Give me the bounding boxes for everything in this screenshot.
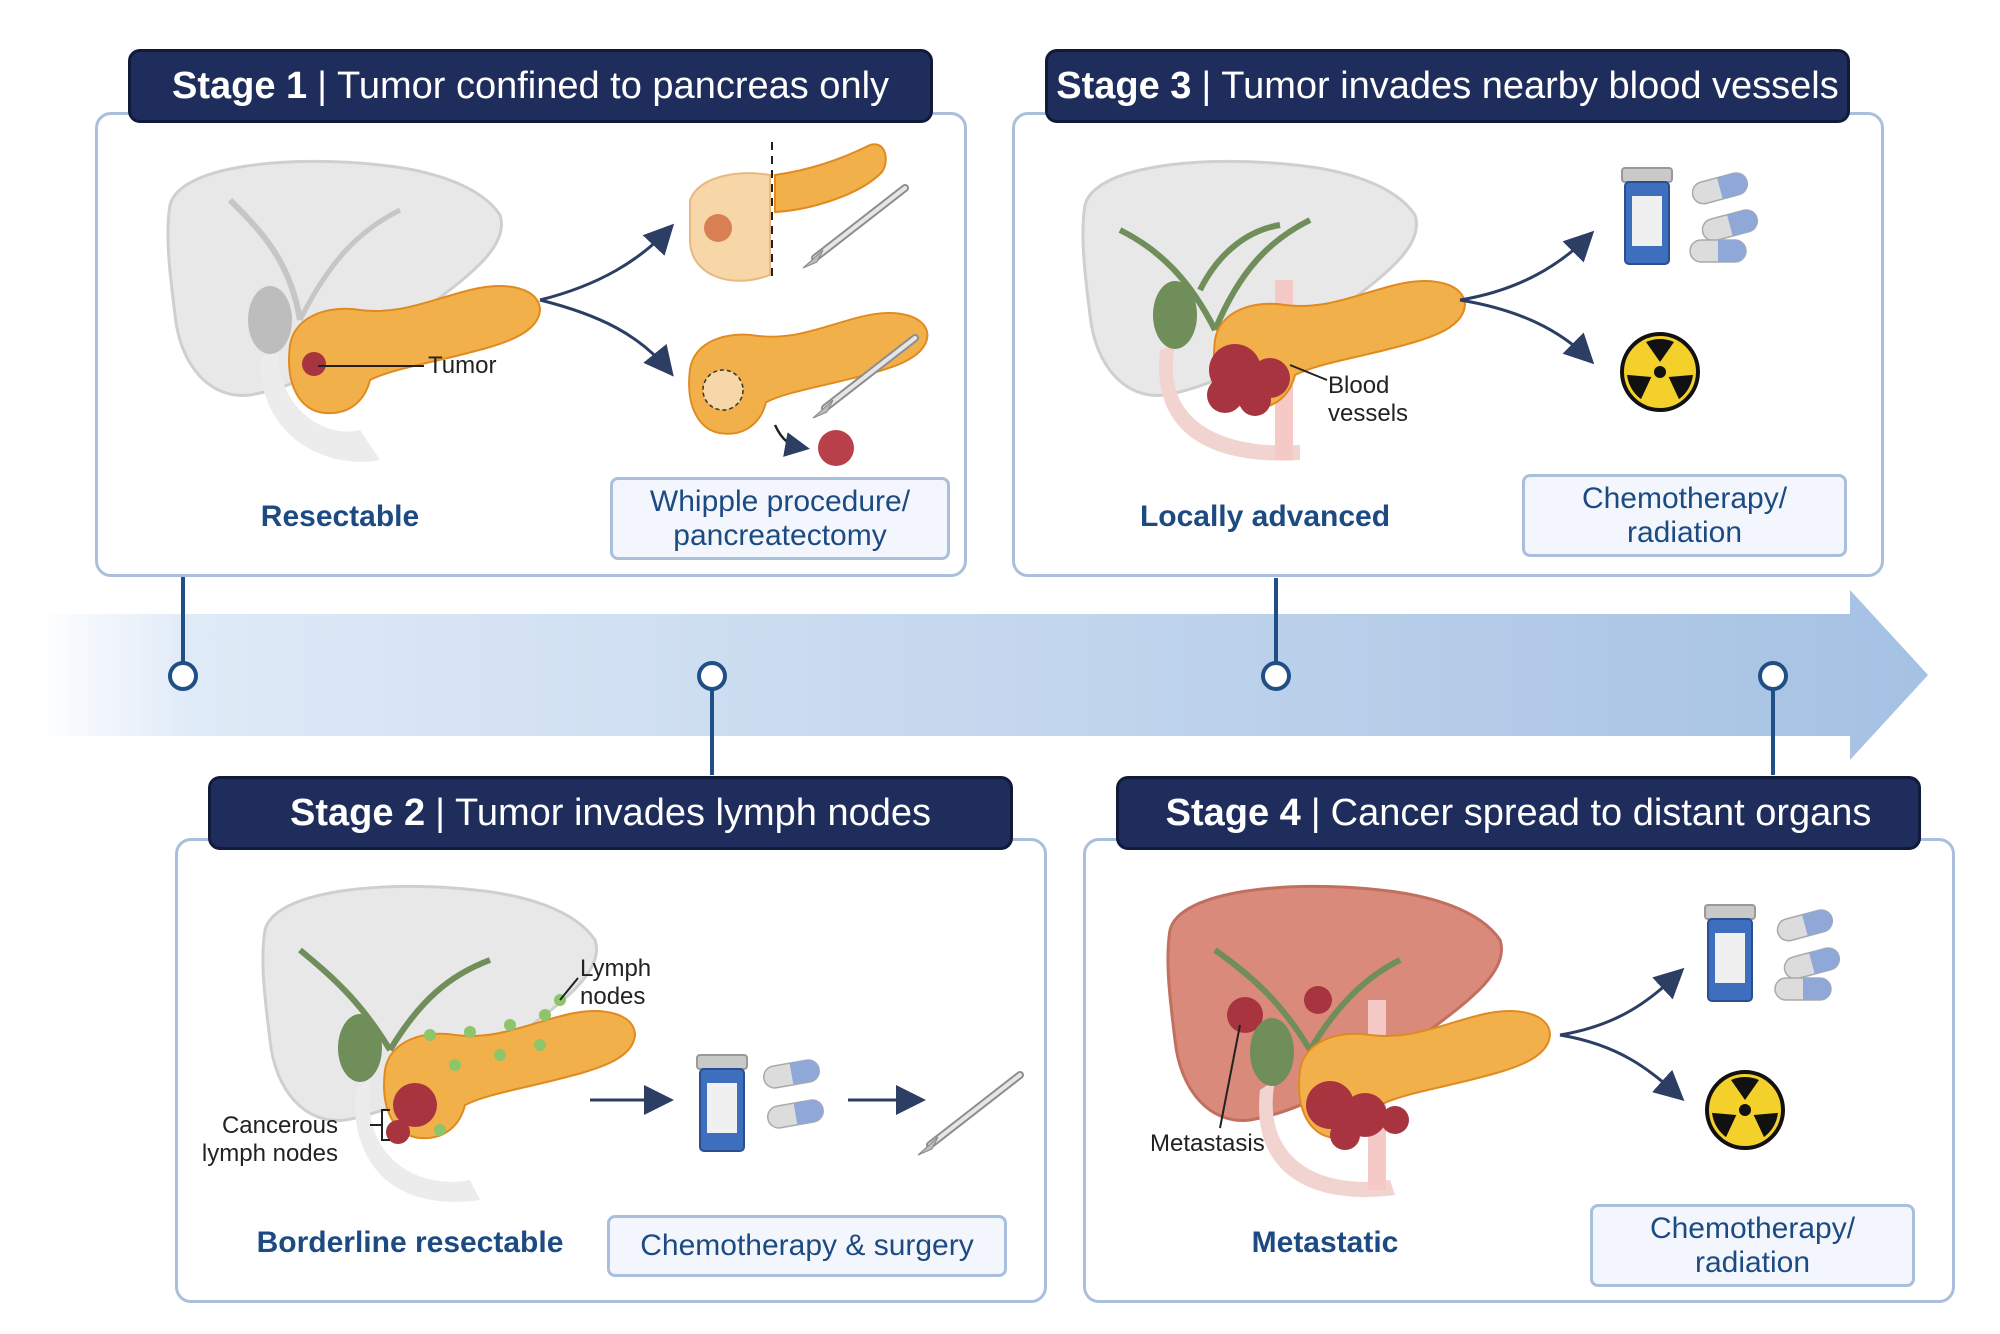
stage1-number: Stage 1 bbox=[171, 64, 308, 107]
stage1-header: Stage 1 | Tumor confined to pancreas onl… bbox=[128, 49, 933, 123]
stage3-capsule-2-icon bbox=[1699, 206, 1761, 245]
stage3-pill-bottle-icon bbox=[1621, 167, 1673, 265]
stage4-capsule-3-icon bbox=[1774, 977, 1832, 1001]
stage4-separator: | bbox=[1310, 791, 1321, 834]
stage4-arrow-up-icon bbox=[1559, 967, 1685, 1037]
stage1-tumor-label: Tumor bbox=[428, 352, 497, 379]
stage1-treatment: Whipple procedure/ pancreatectomy bbox=[649, 484, 911, 552]
stage3-capsule-1-icon bbox=[1689, 169, 1751, 208]
stage4-capsule-2-icon bbox=[1781, 944, 1843, 983]
stage3-capsule-3-icon bbox=[1689, 239, 1747, 263]
stage1-resection-top-icon bbox=[689, 142, 887, 282]
timeline-node-stage2 bbox=[697, 661, 727, 691]
stage1-removed-tumor-icon bbox=[818, 430, 854, 466]
stage2-scalpel-icon bbox=[918, 1075, 1020, 1155]
stage3-vessels-pointer bbox=[1289, 364, 1328, 381]
timeline-node-stage4 bbox=[1758, 661, 1788, 691]
stage4-description: Cancer spread to distant organs bbox=[1330, 791, 1872, 834]
stage1-removal-arrow-icon bbox=[773, 424, 810, 457]
stage3-blood-vessels-label: Blood vessels bbox=[1328, 372, 1409, 427]
stage1-arrow-up-icon bbox=[539, 223, 675, 302]
stage3-separator: | bbox=[1201, 64, 1212, 107]
stage4-metastasis-label: Metastasis bbox=[1150, 1130, 1265, 1157]
timeline-node-stage1 bbox=[168, 661, 198, 691]
stage4-header: Stage 4 | Cancer spread to distant organ… bbox=[1116, 776, 1921, 850]
stage1-treatment-box: Whipple procedure/ pancreatectomy bbox=[610, 477, 950, 560]
stage2-anatomy-icon bbox=[261, 884, 636, 1202]
stage2-separator: | bbox=[435, 791, 446, 834]
stage3-category: Locally advanced bbox=[1139, 500, 1391, 533]
timeline-arrow bbox=[40, 590, 1928, 760]
stage2-lymph-nodes-label: Lymph nodes bbox=[580, 955, 652, 1010]
stage2-capsule-1-icon bbox=[761, 1057, 822, 1091]
stage4-treatment-box: Chemotherapy/ radiation bbox=[1590, 1204, 1915, 1287]
stage2-treatment-box: Chemotherapy & surgery bbox=[607, 1215, 1007, 1277]
stage4-metastasis-pointer bbox=[1219, 1024, 1241, 1129]
stage4-treatment: Chemotherapy/ radiation bbox=[1649, 1211, 1856, 1279]
stage1-category: Resectable bbox=[260, 500, 420, 533]
stage2-capsule-2-icon bbox=[765, 1097, 826, 1131]
stage4-arrow-down-icon bbox=[1559, 1033, 1685, 1102]
stage4-category: Metastatic bbox=[1251, 1226, 1399, 1259]
stage2-cancerous-bracket bbox=[370, 1109, 390, 1141]
stage1-description: Tumor confined to pancreas only bbox=[337, 64, 890, 107]
stage4-anatomy-icon bbox=[1166, 884, 1551, 1198]
stage2-category: Borderline resectable bbox=[256, 1226, 564, 1259]
stage4-capsule-1-icon bbox=[1774, 906, 1836, 945]
stage3-anatomy-icon bbox=[1081, 159, 1466, 461]
stage2-treatment: Chemotherapy & surgery bbox=[640, 1229, 974, 1262]
stage4-radiation-icon bbox=[1705, 1070, 1785, 1150]
stage1-tumor-icon bbox=[302, 352, 326, 376]
stage3-treatment: Chemotherapy/ radiation bbox=[1581, 481, 1788, 549]
stage3-radiation-icon bbox=[1620, 332, 1700, 412]
stage4-pill-bottle-icon bbox=[1704, 904, 1756, 1002]
stage4-number: Stage 4 bbox=[1165, 791, 1301, 834]
stage2-description: Tumor invades lymph nodes bbox=[455, 791, 931, 834]
stage3-treatment-box: Chemotherapy/ radiation bbox=[1522, 474, 1847, 557]
stage2-cancerous-lymph-nodes-label: Cancerous lymph nodes bbox=[201, 1112, 338, 1167]
stage1-arrow-down-icon bbox=[539, 298, 674, 377]
stage2-number: Stage 2 bbox=[290, 791, 426, 834]
timeline-node-stage3 bbox=[1261, 661, 1291, 691]
stage3-arrow-down-icon bbox=[1459, 298, 1595, 365]
stage3-number: Stage 3 bbox=[1056, 64, 1192, 107]
stage1-anatomy-icon bbox=[166, 159, 541, 462]
stage2-pill-bottle-icon bbox=[696, 1054, 748, 1152]
stage2-header: Stage 2 | Tumor invades lymph nodes bbox=[208, 776, 1013, 850]
stage1-resection-bottom-icon bbox=[688, 312, 929, 435]
stage3-header: Stage 3 | Tumor invades nearby blood ves… bbox=[1045, 49, 1850, 123]
stage3-arrow-up-icon bbox=[1459, 230, 1595, 302]
stage2-lymph-pointer bbox=[559, 977, 579, 1001]
stage3-description: Tumor invades nearby blood vessels bbox=[1221, 64, 1839, 107]
stage1-separator: | bbox=[317, 64, 328, 107]
